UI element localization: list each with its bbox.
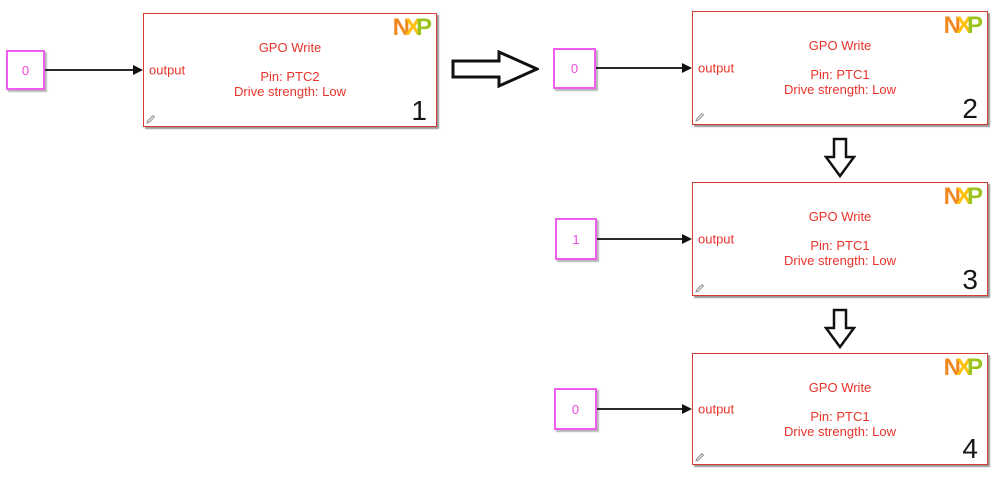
pencil-icon xyxy=(695,112,705,122)
flow-arrow-down-icon[interactable] xyxy=(824,137,856,178)
block-pin-setting: Pin: PTC1 xyxy=(810,409,870,424)
nxp-logo: NXP xyxy=(943,354,983,381)
constant-value: 1 xyxy=(572,231,580,247)
gpo-write-block-1[interactable]: NXP output GPO Write Pin: PTC2 Drive str… xyxy=(143,13,437,127)
block-drive-setting: Drive strength: Low xyxy=(784,82,896,97)
signal-wire-3[interactable] xyxy=(597,238,682,240)
block-sequence-number: 2 xyxy=(962,93,978,124)
nxp-logo: NXP xyxy=(943,183,983,210)
input-port-label: output xyxy=(698,231,735,247)
nxp-logo: NXP xyxy=(943,12,983,39)
wire-arrowhead-icon xyxy=(682,404,692,414)
input-port-label: output xyxy=(698,401,735,417)
constant-block-3[interactable]: 1 xyxy=(555,218,597,260)
block-title: GPO Write xyxy=(258,40,322,55)
signal-wire-1[interactable] xyxy=(45,69,133,71)
gpo-write-block-2[interactable]: NXP output GPO Write Pin: PTC1 Drive str… xyxy=(692,11,988,125)
constant-block-4[interactable]: 0 xyxy=(554,388,597,430)
block-drive-setting: Drive strength: Low xyxy=(234,84,346,99)
constant-block-2[interactable]: 0 xyxy=(553,48,596,89)
block-pin-setting: Pin: PTC2 xyxy=(260,69,320,84)
pencil-icon xyxy=(146,114,156,124)
wire-arrowhead-icon xyxy=(682,234,692,244)
gpo-write-block-3[interactable]: NXP output GPO Write Pin: PTC1 Drive str… xyxy=(692,182,988,296)
input-port-label: output xyxy=(698,60,735,76)
constant-value: 0 xyxy=(21,62,30,78)
gpo-write-block-4[interactable]: NXP output GPO Write Pin: PTC1 Drive str… xyxy=(692,353,988,465)
constant-value: 0 xyxy=(570,61,579,76)
signal-wire-4[interactable] xyxy=(597,408,682,410)
block-title: GPO Write xyxy=(808,209,872,224)
block-drive-setting: Drive strength: Low xyxy=(784,253,896,268)
constant-block-1[interactable]: 0 xyxy=(6,50,45,90)
block-sequence-number: 4 xyxy=(962,433,978,464)
input-port-label: output xyxy=(149,62,186,78)
block-title: GPO Write xyxy=(808,380,872,395)
wire-arrowhead-icon xyxy=(133,65,143,75)
signal-wire-2[interactable] xyxy=(596,67,682,69)
constant-value: 0 xyxy=(571,401,580,417)
block-sequence-number: 3 xyxy=(962,264,978,295)
block-drive-setting: Drive strength: Low xyxy=(784,424,896,439)
block-title: GPO Write xyxy=(808,38,872,53)
pencil-icon xyxy=(695,452,705,462)
wire-arrowhead-icon xyxy=(682,63,692,73)
pencil-icon xyxy=(695,283,705,293)
block-pin-setting: Pin: PTC1 xyxy=(810,67,870,82)
flow-arrow-down-icon[interactable] xyxy=(824,308,856,349)
block-sequence-number: 1 xyxy=(411,95,427,126)
flow-arrow-right-icon[interactable] xyxy=(451,50,539,88)
block-pin-setting: Pin: PTC1 xyxy=(810,238,870,253)
nxp-logo: NXP xyxy=(392,14,432,41)
